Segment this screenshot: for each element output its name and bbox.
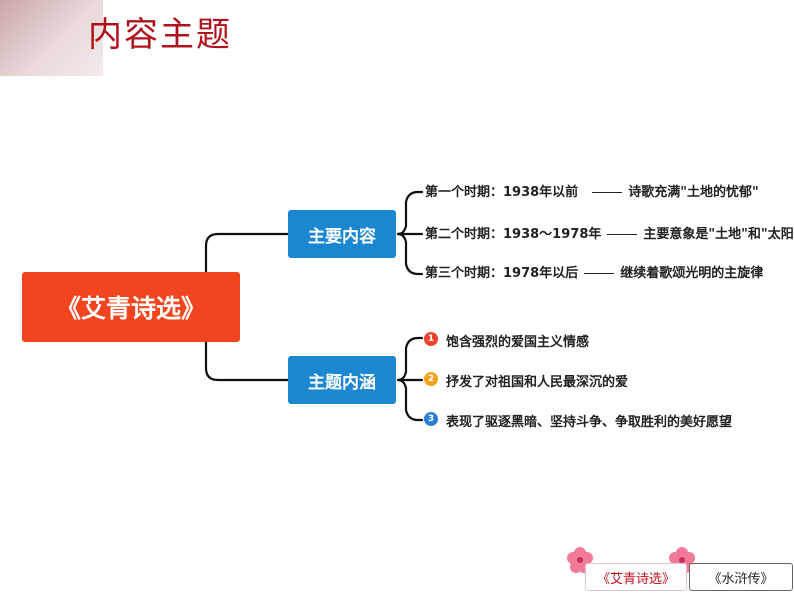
branch-main-content: 主要内容 bbox=[288, 210, 396, 258]
period-label: 第三个时期：1978年以后 bbox=[425, 266, 579, 281]
page-title: 内容主题 bbox=[88, 15, 232, 55]
period-desc: 诗歌充满"土地的忧郁" bbox=[628, 185, 759, 200]
number-badge: 2 bbox=[424, 372, 438, 386]
theme-item: 表现了驱逐黑暗、坚持斗争、争取胜利的美好愿望 bbox=[446, 415, 733, 430]
period-item: 第三个时期：1978年以后 继续着歌颂光明的主旋律 bbox=[425, 265, 763, 283]
period-label: 第一个时期：1938年以前 bbox=[425, 185, 579, 200]
nav-tab-aiqing[interactable]: 《艾青诗选》 bbox=[585, 563, 687, 591]
nav-tab-shuihu[interactable]: 《水浒传》 bbox=[689, 563, 793, 591]
theme-item: 抒发了对祖国和人民最深沉的爱 bbox=[446, 375, 629, 390]
period-item: 第二个时期：1938～1978年 主要意象是"土地"和"太阳" bbox=[425, 226, 794, 244]
root-branch-connector bbox=[204, 232, 290, 274]
theme-item: 饱含强烈的爱国主义情感 bbox=[446, 335, 590, 350]
mindmap-root: 《艾青诗选》 bbox=[22, 272, 240, 342]
number-badge: 3 bbox=[424, 412, 438, 426]
corner-decoration bbox=[0, 0, 103, 76]
period-desc: 继续着歌颂光明的主旋律 bbox=[620, 266, 764, 281]
period-label: 第二个时期：1938～1978年 bbox=[425, 227, 602, 242]
branch-leaf-connector bbox=[396, 336, 424, 382]
branch-leaf-connector bbox=[396, 378, 424, 422]
branch-leaf-connector bbox=[396, 190, 424, 236]
period-item: 第一个时期：1938年以前 诗歌充满"土地的忧郁" bbox=[425, 184, 759, 202]
branch-theme: 主题内涵 bbox=[288, 356, 396, 404]
root-branch-connector bbox=[204, 340, 290, 382]
branch-leaf-connector bbox=[396, 232, 424, 276]
number-badge: 1 bbox=[424, 332, 438, 346]
period-desc: 主要意象是"土地"和"太阳" bbox=[643, 227, 794, 242]
